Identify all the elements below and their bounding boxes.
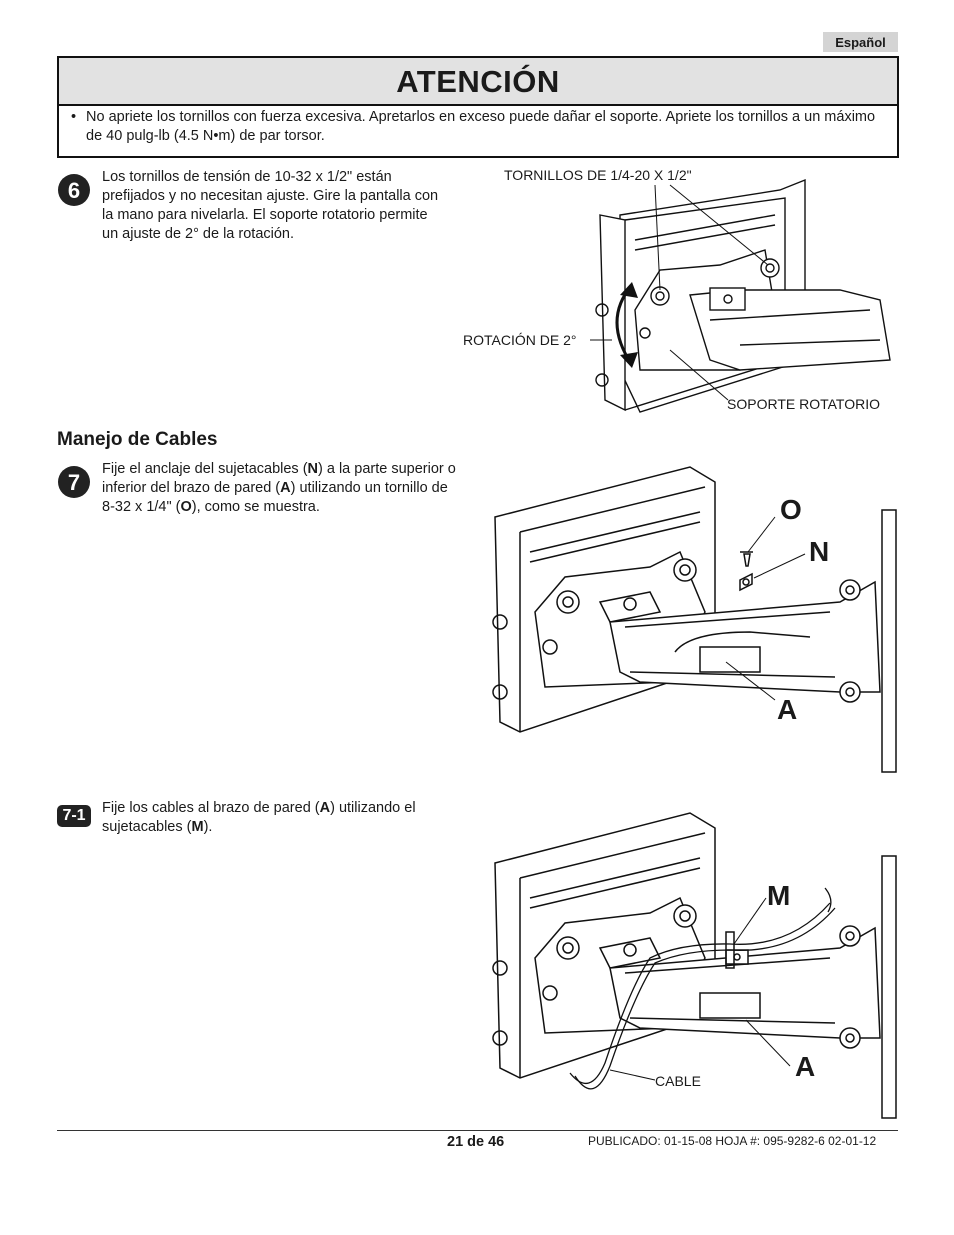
callout-a-2: A (795, 1051, 816, 1082)
figure-cable-anchor (492, 466, 897, 773)
step-7-text-part: ), como se muestra. (191, 499, 320, 515)
page-number: 21 de 46 (447, 1134, 505, 1150)
label-screws: TORNILLOS DE 1/4-20 X 1/2" (504, 167, 692, 183)
step-7-1-badge: 7-1 (57, 805, 91, 827)
step-7-badge: 7 (58, 466, 90, 498)
step-7-1-bold-m: M (191, 819, 204, 835)
label-swivel-bracket: SOPORTE ROTATORIO (727, 396, 880, 412)
step-7-1-text-part: ) utilizando el sujetacables ( (102, 800, 416, 835)
callout-m: M (767, 880, 791, 911)
step-7-1-text: Fije los cables al brazo de pared (A) ut… (102, 799, 462, 837)
step-7-1-text-part: Fije los cables al brazo de pared ( (102, 800, 320, 816)
step-7-text-part: Fije el anclaje del sujetacables ( (102, 461, 308, 477)
step-7-1-bold-a: A (319, 800, 331, 816)
callout-a: A (777, 694, 798, 725)
step-7-text: Fije el anclaje del sujetacables (N) a l… (102, 460, 462, 517)
warning-body: No apriete los tornillos con fuerza exce… (86, 109, 876, 144)
step-6-badge: 6 (58, 174, 90, 206)
step-7-text-part: ) utilizando un tornillo de 8-32 x 1/4" … (102, 480, 448, 515)
publication-info: PUBLICADO: 01-15-08 HOJA #: 095-9282-6 0… (588, 1134, 877, 1148)
warning-box: ATENCIÓN • No apriete los tornillos con … (57, 56, 899, 158)
step-7-bold-a: A (280, 480, 291, 496)
step-7-1-text-part: ). (203, 819, 213, 835)
step-7-bold-o: O (180, 499, 192, 515)
step-7-text-part: ) a la parte superior o inferior del bra… (102, 461, 456, 496)
section-title-cables: Manejo de Cables (57, 429, 218, 450)
footer-divider (57, 1130, 898, 1131)
callout-n: N (809, 536, 830, 567)
label-cable: CABLE (655, 1073, 701, 1089)
warning-text: • No apriete los tornillos con fuerza ex… (71, 108, 886, 146)
warning-title: ATENCIÓN (59, 58, 897, 106)
callout-o: O (780, 494, 802, 525)
language-tag: Español (823, 32, 898, 52)
label-rotation: ROTACIÓN DE 2° (463, 332, 577, 348)
step-7-bold-n: N (307, 461, 319, 477)
figure-swivel-bracket (590, 178, 891, 413)
bullet-marker: • (71, 109, 77, 125)
figure-cable-tie (492, 812, 897, 1119)
step-6-text: Los tornillos de tensión de 10-32 x 1/2"… (102, 169, 439, 242)
